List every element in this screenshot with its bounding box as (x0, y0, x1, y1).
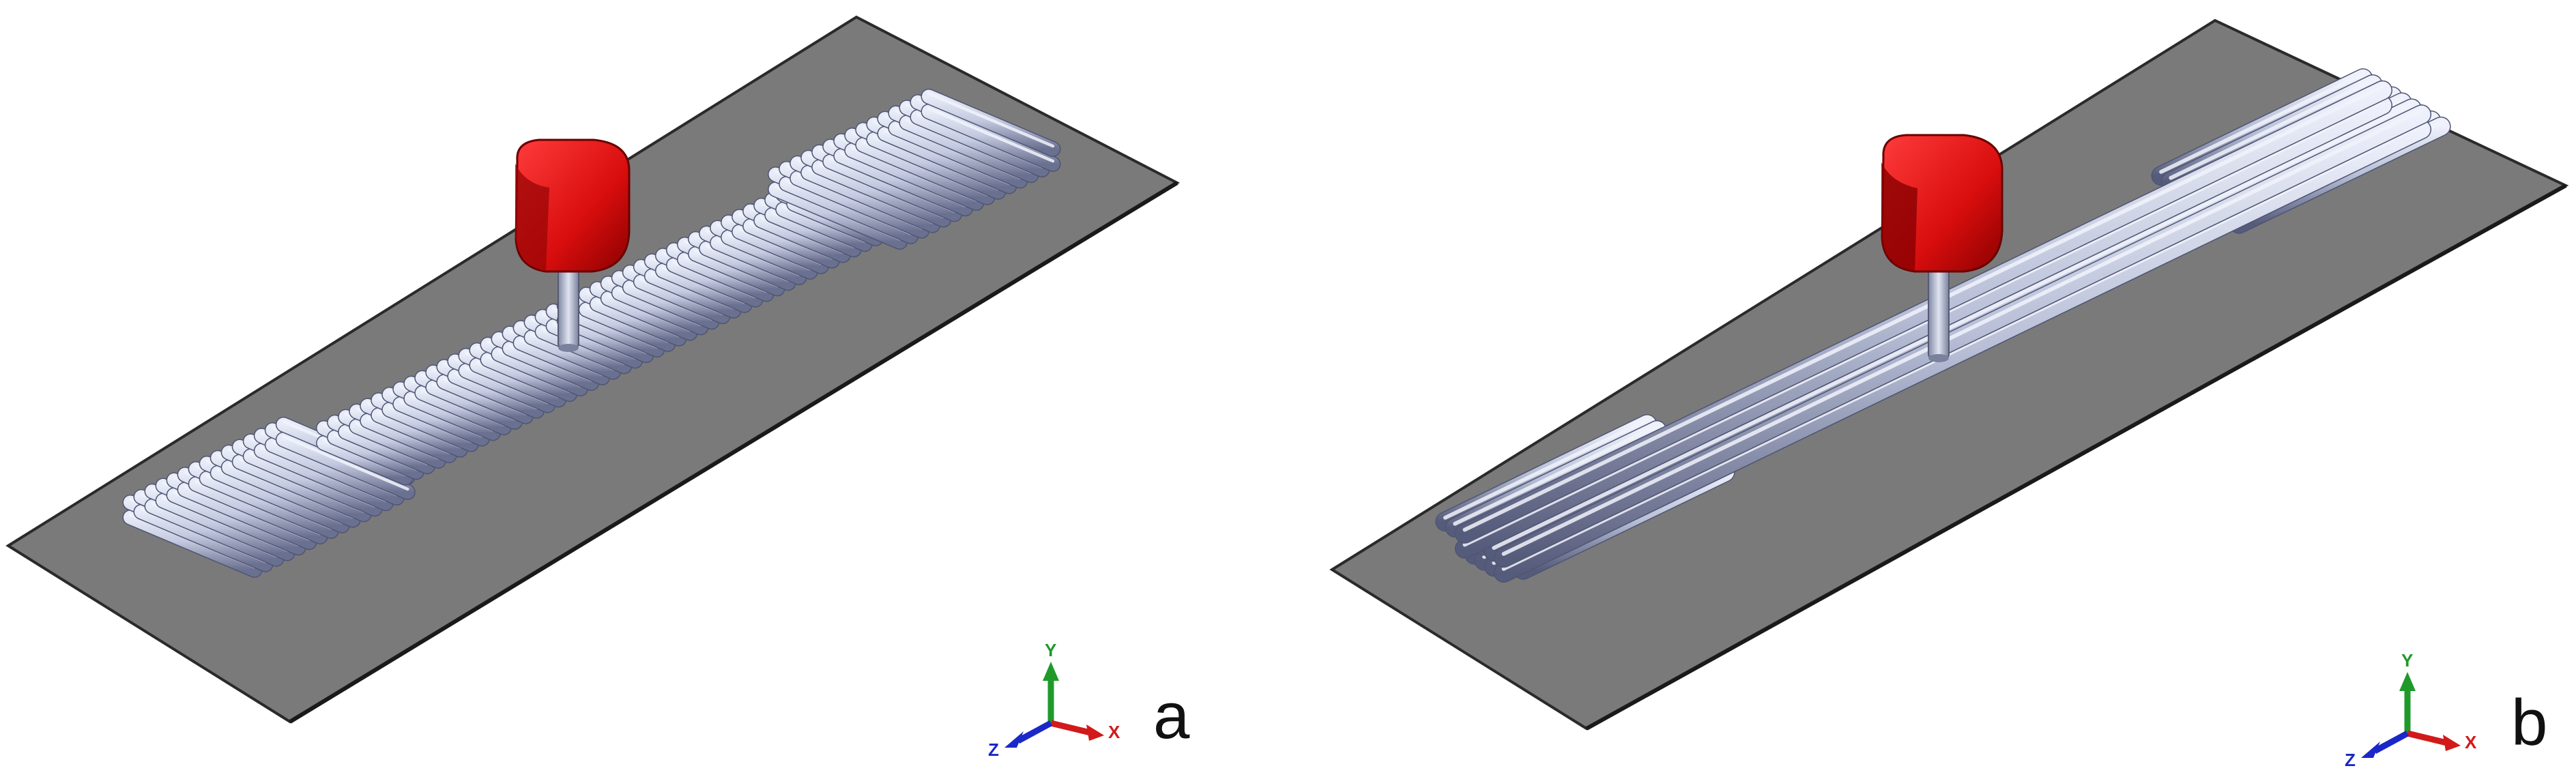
triad-b-z-letter: Z (2345, 750, 2356, 770)
print-head-side-a (515, 164, 549, 272)
triad-b-y-letter: Y (2401, 650, 2413, 671)
axis-triad-b: Y X Z (2345, 650, 2477, 770)
triad-a-x-letter: X (1108, 722, 1120, 742)
triad-b-z-axis (2373, 731, 2409, 754)
longitudinal-filaments-b (1435, 68, 2451, 583)
build-plate-a-thickness (289, 181, 1178, 724)
filament-a (921, 89, 1061, 157)
triad-a-z-arrow (1004, 731, 1024, 748)
filament-b (1454, 80, 2392, 544)
transverse-filaments-a (122, 89, 1061, 578)
panel-label-b: b (2511, 686, 2547, 759)
panel-label-a: a (1153, 679, 1190, 752)
triad-b-x-arrow (2443, 735, 2461, 751)
panel-b: Y X Z b (1329, 18, 2569, 770)
build-plate-b-thickness (1585, 184, 2567, 731)
triad-b-z-arrow (2361, 742, 2380, 758)
triad-a-z-axis (1016, 720, 1053, 744)
filament-a-lower (921, 104, 1061, 172)
nozzle-tip-a (558, 344, 579, 352)
filament-b (1494, 104, 2432, 568)
triad-b-x-axis (2406, 730, 2448, 746)
triad-a-x-axis (1050, 720, 1092, 736)
print-head-b (1881, 134, 2003, 362)
triad-a-y-arrow (1043, 662, 1059, 681)
axis-triad-a: Y X Z (988, 640, 1120, 760)
print-head-side-b (1881, 162, 1917, 272)
triad-a-x-arrow (1086, 724, 1104, 741)
triad-b-x-letter: X (2465, 732, 2477, 752)
triad-b-y-arrow (2399, 672, 2416, 691)
triad-a-y-letter: Y (1045, 640, 1056, 660)
nozzle-tip-b (1928, 354, 1949, 362)
panel-a: Y X Z a (5, 15, 1190, 760)
filament-b-lower (1454, 95, 2392, 559)
filament-a-lower (275, 431, 416, 500)
print-head-a (515, 138, 631, 352)
triad-a-z-letter: Z (988, 739, 999, 760)
filament-b-lower (1494, 119, 2432, 583)
